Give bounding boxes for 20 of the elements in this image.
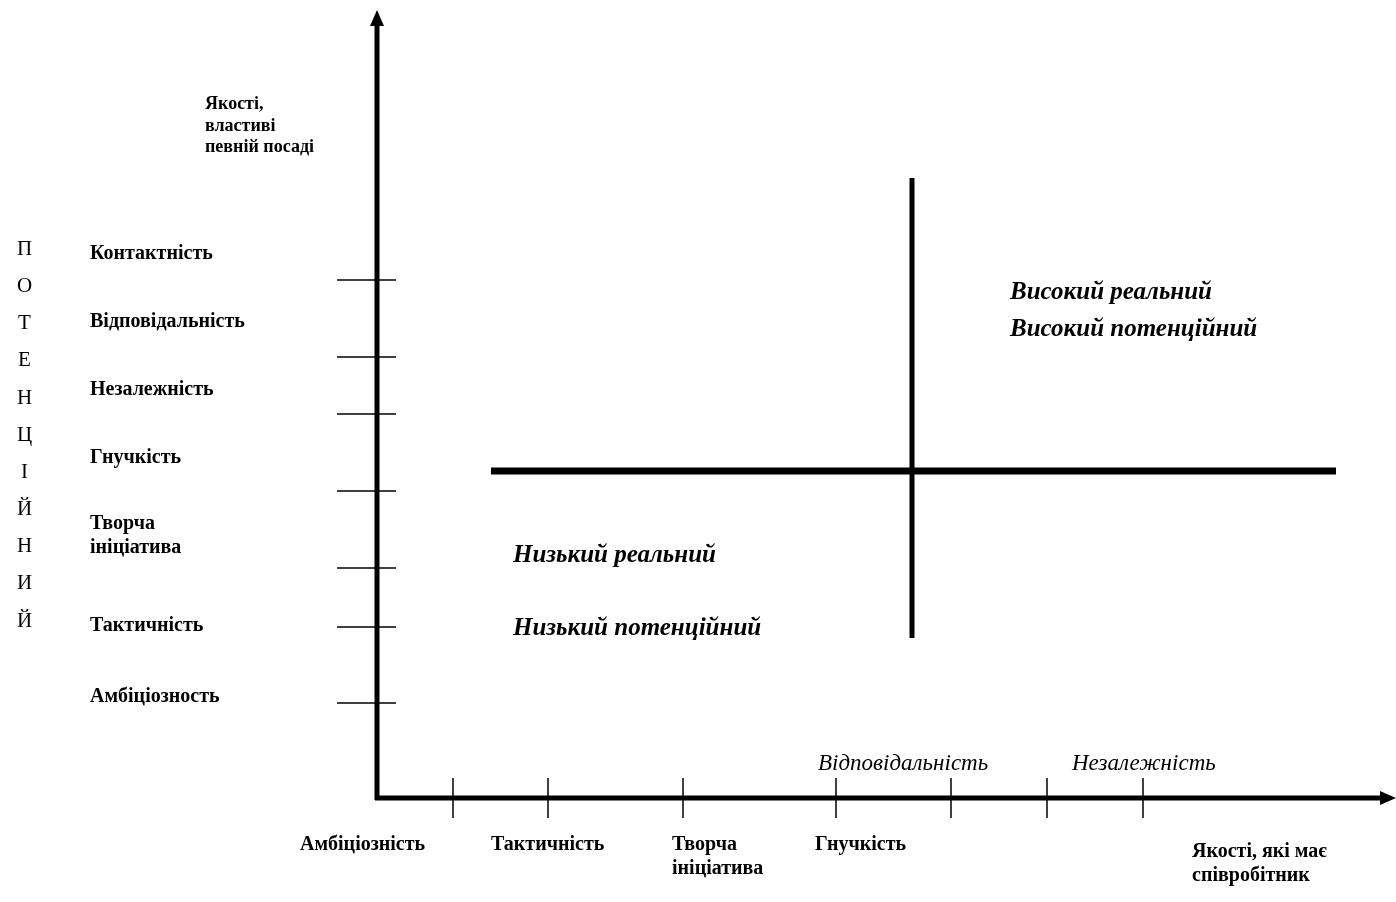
quality-label: Гнучкість <box>815 831 907 855</box>
quality-label: Творча ініціатива <box>90 510 183 558</box>
quality-label: Тактичність <box>491 831 605 855</box>
quality-label: Творча ініціатива <box>672 831 765 879</box>
quality-label: Відповідальність <box>818 749 989 777</box>
quality-label: Незалежність <box>1072 749 1216 777</box>
axis-title: Якості, властиві певній посаді <box>205 93 315 158</box>
quality-label: Амбіціозність <box>300 831 426 855</box>
quadrant-label: Високий реальний <box>1010 276 1212 306</box>
quality-label: Незалежність <box>90 376 214 400</box>
axis-title: Якості, які має співробітник <box>1192 838 1328 886</box>
axis-title: ПОТЕНЦІЙНИЙ <box>15 235 34 634</box>
quadrant-label: Високий потенційний <box>1010 313 1258 343</box>
quality-label: Відповідальність <box>90 308 245 332</box>
quadrant-label: Низький потенційний <box>513 612 762 642</box>
quality-label: Контактність <box>90 240 213 264</box>
quality-label: Гнучкість <box>90 444 182 468</box>
quality-label: Тактичність <box>90 612 204 636</box>
quadrant-label: Низький реальний <box>513 539 716 569</box>
quality-label: Амбіціозность <box>90 683 220 707</box>
